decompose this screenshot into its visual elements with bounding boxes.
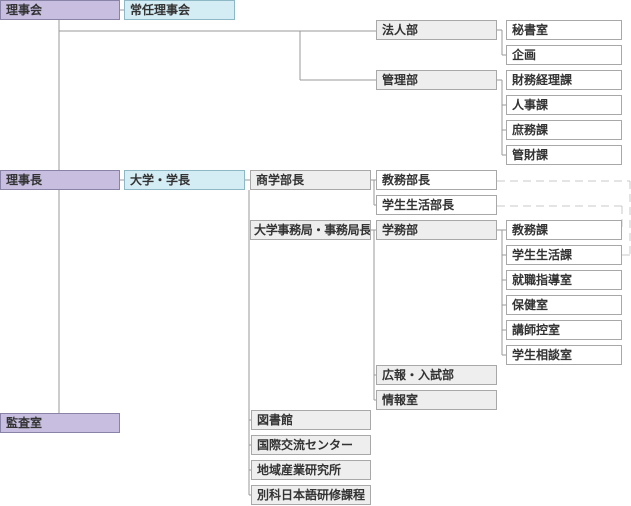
career-guidance-node: 就職指導室 bbox=[506, 270, 622, 290]
academic-affairs-dept-node: 学務部 bbox=[376, 220, 497, 240]
student-counseling-node: 学生相談室 bbox=[506, 345, 622, 365]
planning-node: 企画 bbox=[506, 45, 622, 65]
student-life-head-node: 学生生活部長 bbox=[376, 195, 497, 215]
health-room-node: 保健室 bbox=[506, 295, 622, 315]
board-node: 理事会 bbox=[0, 0, 120, 20]
admin-dept-node: 管理部 bbox=[376, 70, 497, 90]
dashed-relations bbox=[497, 180, 631, 256]
president-node: 大学・学長 bbox=[124, 170, 245, 190]
finance-accounting-node: 財務経理課 bbox=[506, 70, 622, 90]
library-node: 図書館 bbox=[251, 410, 371, 430]
general-affairs-node: 庶務課 bbox=[506, 120, 622, 140]
intl-exchange-node: 国際交流センター bbox=[251, 435, 371, 455]
hr-node: 人事課 bbox=[506, 95, 622, 115]
corporate-dept-node: 法人部 bbox=[376, 20, 497, 40]
japanese-course-node: 別科日本語研修課程 bbox=[251, 485, 371, 505]
admin-bureau-node: 大学事務局・事務局長 bbox=[250, 220, 371, 240]
commerce-dean-node: 商学部長 bbox=[250, 170, 371, 190]
secretariat-node: 秘書室 bbox=[506, 20, 622, 40]
standing-board-node: 常任理事会 bbox=[124, 0, 235, 20]
lecturer-lounge-node: 講師控室 bbox=[506, 320, 622, 340]
auditor-node: 監査室 bbox=[0, 413, 120, 433]
student-life-section-node: 学生生活課 bbox=[506, 245, 622, 265]
academic-section-node: 教務課 bbox=[506, 220, 622, 240]
pr-admissions-node: 広報・入試部 bbox=[376, 365, 497, 385]
chairman-node: 理事長 bbox=[0, 170, 120, 190]
academic-head-node: 教務部長 bbox=[376, 170, 497, 190]
information-node: 情報室 bbox=[376, 390, 497, 410]
facilities-node: 管財課 bbox=[506, 145, 622, 165]
regional-research-node: 地域産業研究所 bbox=[251, 460, 371, 480]
